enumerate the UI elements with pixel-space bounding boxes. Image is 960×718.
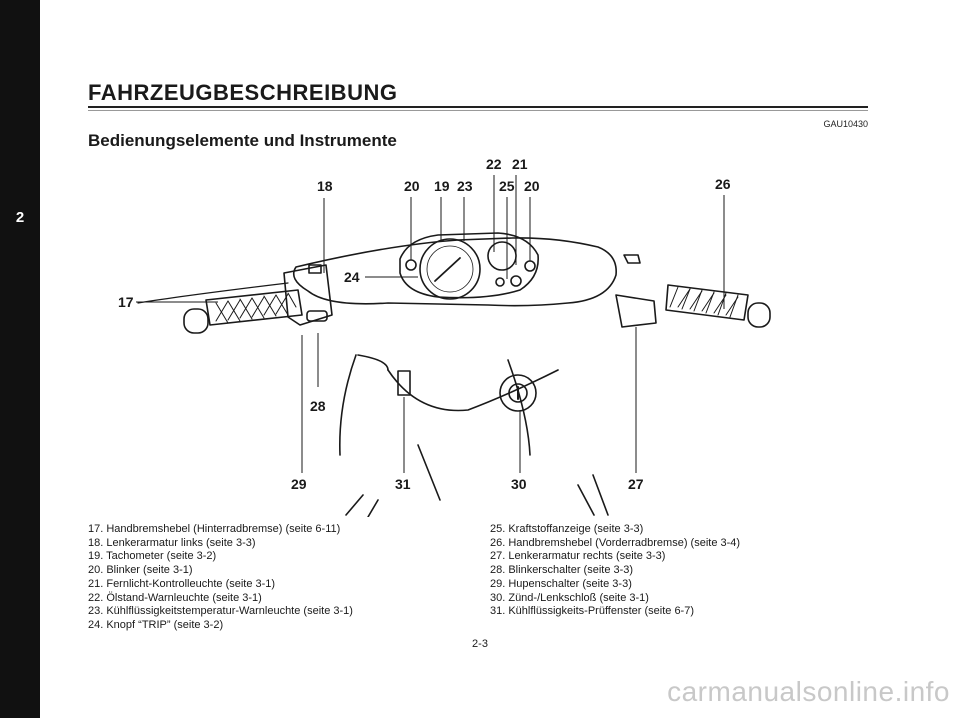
ignition-lock <box>499 374 537 412</box>
callout-18: 18 <box>317 178 333 194</box>
document-code: GAU10430 <box>823 119 868 129</box>
legend-item: 24. Knopf “TRIP” (seite 3-2) <box>88 618 224 631</box>
title-rule-thin <box>88 110 868 111</box>
callout-20-left: 20 <box>404 178 420 194</box>
callout-21: 21 <box>512 156 528 172</box>
scooter-handlebar-diagram: 17 18 20 19 23 22 21 25 20 26 24 28 29 3… <box>118 156 771 517</box>
speedometer-dial <box>419 238 481 300</box>
callout-27: 27 <box>628 476 644 492</box>
chapter-tab: 2 <box>0 0 40 718</box>
legend-right: 25. Kraftstoffanzeige (seite 3-3) 26. Ha… <box>490 523 740 619</box>
legend-item: 27. Lenkerarmatur rechts (seite 3-3) <box>490 550 666 563</box>
leg-shield <box>339 354 531 456</box>
legend-left: 17. Handbremshebel (Hinterradbremse) (se… <box>88 523 353 633</box>
left-grip <box>205 289 303 326</box>
left-brake-lever <box>137 282 289 304</box>
callout-19: 19 <box>434 178 450 194</box>
callout-17: 17 <box>118 294 134 310</box>
callout-30: 30 <box>511 476 527 492</box>
callout-31: 31 <box>395 476 411 492</box>
section-title: FAHRZEUGBESCHREIBUNG <box>88 80 398 105</box>
fuel-gauge-dial <box>487 241 517 271</box>
right-switch-box <box>615 294 657 328</box>
subtitle: Bedienungselemente und Instrumente <box>88 131 397 150</box>
legend-item: 19. Tachometer (seite 3-2) <box>88 550 217 563</box>
legend-item: 21. Fernlicht-Kontrolleuchte (seite 3-1) <box>88 577 276 590</box>
legend-item: 22. Ölstand-Warnleuchte (seite 3-1) <box>88 591 262 604</box>
page-number: 2-3 <box>472 638 488 650</box>
coolant-check-window <box>397 370 411 396</box>
legend-item: 20. Blinker (seite 3-1) <box>88 564 193 577</box>
chapter-tab-number: 2 <box>15 209 25 226</box>
legend-item: 17. Handbremshebel (Hinterradbremse) (se… <box>88 523 341 535</box>
callout-25: 25 <box>499 178 515 194</box>
right-grip <box>665 284 749 321</box>
legend-item: 30. Zünd-/Lenkschloß (seite 3-1) <box>490 591 649 604</box>
callout-24: 24 <box>344 269 360 285</box>
left-switch-box <box>283 264 333 326</box>
legend-item: 26. Handbremshebel (Vorderradbremse) (se… <box>490 536 741 549</box>
legend-item: 18. Lenkerarmatur links (seite 3-3) <box>88 536 256 549</box>
instrument-housing <box>399 232 539 299</box>
left-indicator-lamp <box>405 259 417 271</box>
handlebar-cover <box>292 237 617 307</box>
legend-item: 25. Kraftstoffanzeige (seite 3-3) <box>490 523 644 535</box>
legend-item: 31. Kühlflüssigkeits-Prüffenster (seite … <box>490 605 694 618</box>
callout-28: 28 <box>310 398 326 414</box>
legend-item: 23. Kühlflüssigkeitstemperatur-Warnleuch… <box>88 605 353 618</box>
callout-22: 22 <box>486 156 502 172</box>
callout-26: 26 <box>715 176 731 192</box>
callout-29: 29 <box>291 476 307 492</box>
title-rule <box>88 106 868 108</box>
watermark: carmanualsonline.info <box>667 676 950 707</box>
legend-item: 29. Hupenschalter (seite 3-3) <box>490 577 632 590</box>
callout-23: 23 <box>457 178 473 194</box>
callout-20-right: 20 <box>524 178 540 194</box>
legend-item: 28. Blinkerschalter (seite 3-3) <box>490 564 634 577</box>
